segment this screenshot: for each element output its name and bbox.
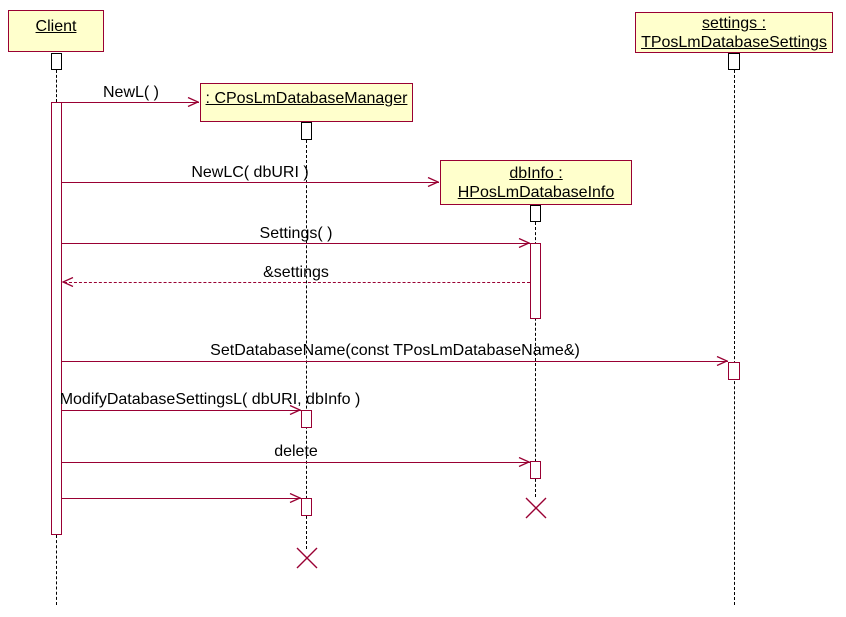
message-label-newl: NewL( ) bbox=[102, 84, 160, 101]
activation-manager-head bbox=[301, 122, 312, 140]
lifeline-client-lower bbox=[56, 535, 57, 605]
object-box-dbinfo: dbInfo : HPosLmDatabaseInfo bbox=[440, 160, 632, 205]
message-line-newlc bbox=[62, 182, 439, 183]
open-arrowhead-right-icon bbox=[716, 356, 728, 366]
activation-client-main bbox=[51, 102, 62, 535]
object-box-client: Client bbox=[8, 10, 104, 52]
object-label-dbinfo-line2: HPosLmDatabaseInfo bbox=[457, 184, 615, 201]
message-label-newlc: NewLC( dbURI ) bbox=[191, 164, 309, 181]
open-arrowhead-right-icon bbox=[187, 97, 199, 107]
activation-dbinfo-head bbox=[530, 205, 541, 222]
object-label-dbinfo-line1: dbInfo : bbox=[509, 165, 563, 182]
object-label-client: Client bbox=[35, 18, 77, 35]
object-box-manager: : CPosLmDatabaseManager bbox=[200, 83, 413, 122]
message-label-settings-return: &settings bbox=[263, 264, 329, 281]
message-line-newl bbox=[62, 102, 199, 103]
activation-client-head bbox=[51, 53, 62, 70]
activation-settings-setname bbox=[728, 362, 740, 380]
open-arrowhead-right-icon bbox=[518, 238, 530, 248]
message-line-delete-dbinfo bbox=[62, 462, 530, 463]
message-line-delete-manager bbox=[62, 498, 301, 499]
message-line-settings-call bbox=[62, 243, 530, 244]
lifeline-manager bbox=[306, 140, 307, 549]
message-line-settings-return bbox=[64, 282, 530, 283]
activation-settings-head bbox=[728, 53, 740, 70]
object-label-settings-line2: TPosLmDatabaseSettings bbox=[641, 34, 827, 51]
object-label-manager: : CPosLmDatabaseManager bbox=[205, 90, 408, 107]
message-label-set-database-name: SetDatabaseName(const TPosLmDatabaseName… bbox=[210, 342, 580, 359]
open-arrowhead-left-icon bbox=[62, 277, 74, 287]
message-label-modify-settings: ModifyDatabaseSettingsL( dbURI, dbInfo ) bbox=[59, 391, 361, 408]
destroy-x-icon bbox=[525, 497, 547, 519]
object-box-settings: settings : TPosLmDatabaseSettings bbox=[635, 12, 833, 53]
open-arrowhead-right-icon bbox=[289, 493, 301, 503]
activation-manager-delete bbox=[301, 498, 312, 516]
message-label-settings-call: Settings( ) bbox=[259, 225, 333, 242]
object-label-settings-line1: settings : bbox=[701, 15, 767, 32]
activation-dbinfo-settings bbox=[530, 243, 541, 319]
open-arrowhead-right-icon bbox=[518, 457, 530, 467]
activation-dbinfo-delete bbox=[530, 461, 541, 479]
message-line-set-database-name bbox=[62, 361, 728, 362]
lifeline-client-upper bbox=[56, 70, 57, 102]
destroy-x-icon bbox=[296, 547, 318, 569]
open-arrowhead-right-icon bbox=[427, 177, 439, 187]
message-label-delete-dbinfo: delete bbox=[274, 443, 318, 460]
open-arrowhead-right-icon bbox=[289, 405, 301, 415]
activation-manager-modify bbox=[301, 410, 312, 428]
lifeline-settings bbox=[734, 70, 735, 605]
message-line-modify-settings bbox=[62, 410, 301, 411]
lifeline-dbinfo bbox=[535, 222, 536, 497]
